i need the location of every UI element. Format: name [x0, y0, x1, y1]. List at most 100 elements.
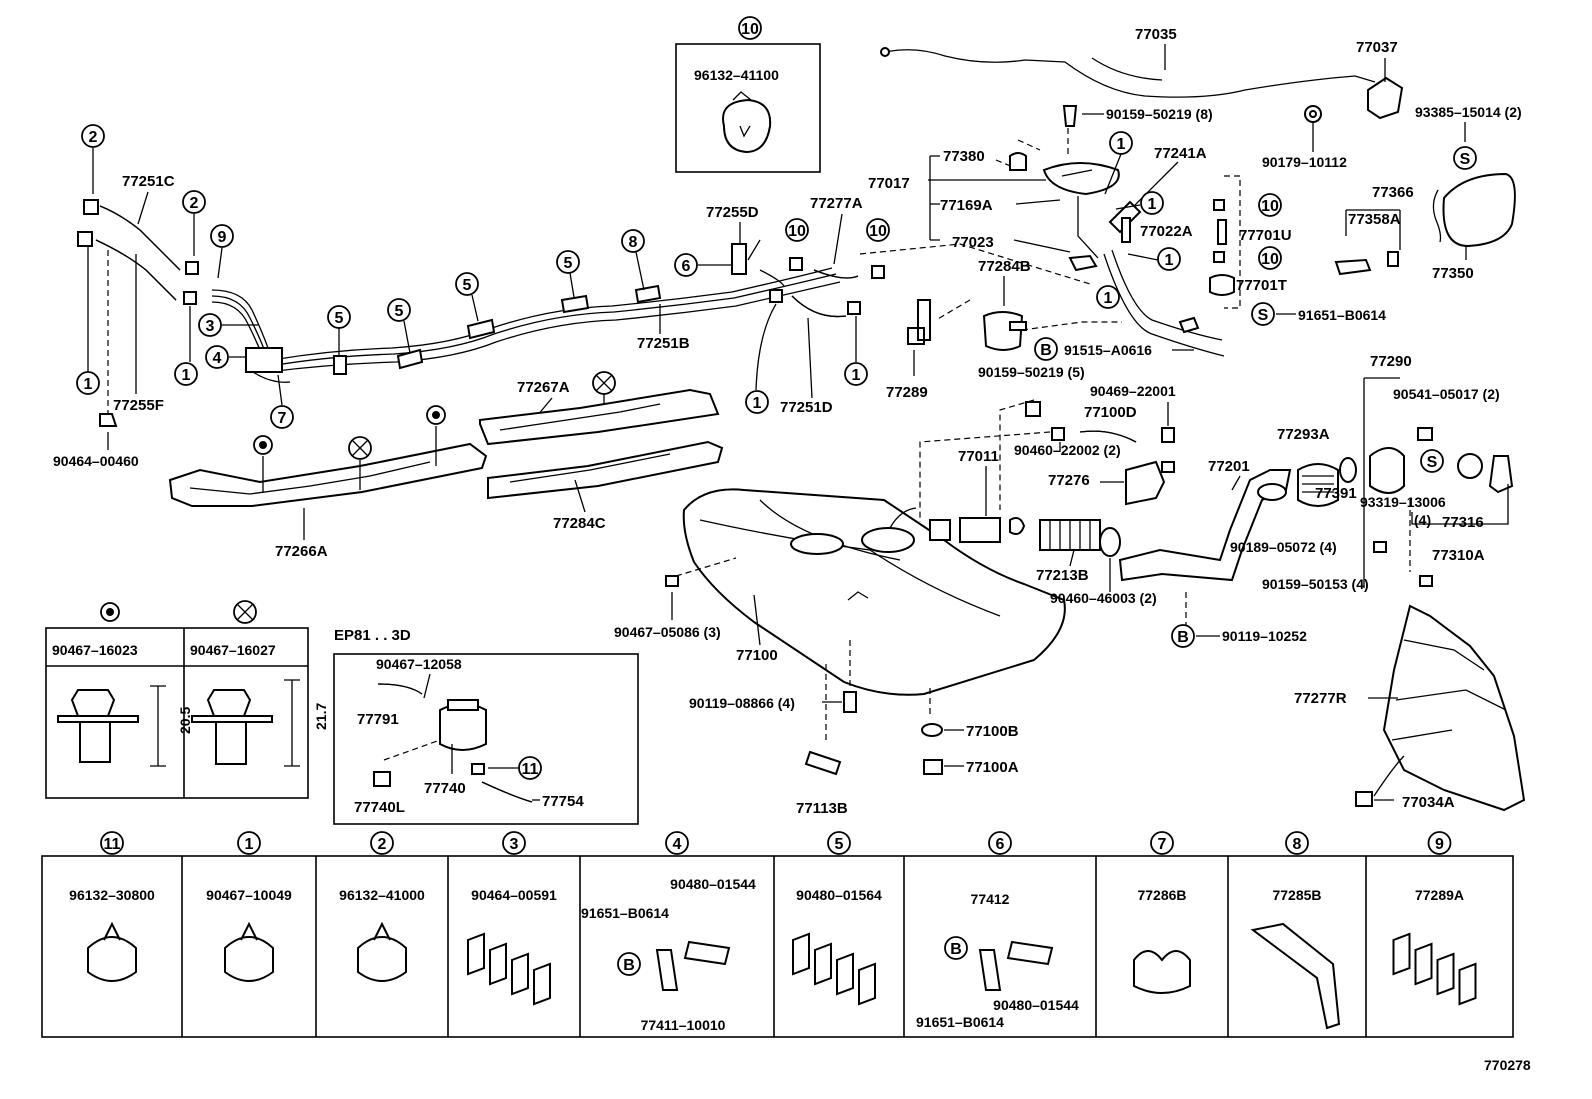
svg-text:1: 1 — [1104, 290, 1113, 307]
label-90464-00460: 90464–00460 — [53, 453, 139, 469]
svg-text:10: 10 — [1261, 251, 1279, 268]
label-90467-12058: 90467–12058 — [376, 656, 462, 672]
strip-part-label: 91651–B0614 — [916, 1014, 1004, 1030]
strip-cell-number: 3 — [510, 836, 519, 853]
svg-text:6: 6 — [682, 258, 691, 275]
label-77316-qty: (4) — [1414, 512, 1431, 528]
label-77267a: 77267A — [517, 379, 570, 396]
label-77100d: 77100D — [1084, 404, 1137, 421]
svg-text:1: 1 — [1117, 136, 1126, 153]
svg-text:10: 10 — [1261, 198, 1279, 215]
label-77740: 77740 — [424, 780, 466, 797]
ep81-detail-box: EP81 . . 3D 90467–12058 77791 77740L 777… — [333, 627, 639, 825]
label-96132-41100: 96132–41100 — [694, 67, 779, 83]
strip-part-label: 90464–00591 — [471, 887, 557, 903]
label-77754: 77754 — [542, 793, 584, 810]
svg-text:5: 5 — [335, 310, 344, 327]
label-90159-50153: 90159–50153 (4) — [1262, 576, 1369, 592]
label-77366: 77366 — [1372, 184, 1414, 201]
charcoal-canister: 77284B 77289 90159–50219 (5) — [859, 243, 1122, 401]
label-77034a: 77034A — [1402, 794, 1455, 811]
label-77255f: 77255F — [113, 397, 164, 414]
label-90159-50219-5: 90159–50219 (5) — [978, 364, 1085, 380]
label-91651-b0614: 91651–B0614 — [1298, 307, 1386, 323]
svg-text:4: 4 — [213, 350, 222, 367]
label-77740l: 77740L — [354, 799, 405, 816]
strip-cell-number: 5 — [835, 836, 844, 853]
label-77251d: 77251D — [780, 399, 833, 416]
strip-cell-number: 9 — [1435, 836, 1444, 853]
strip-cell-9: 9 77289A — [1392, 831, 1477, 1006]
strip-part-label: 90480–01544 — [670, 876, 756, 892]
bolt-callout — [617, 952, 641, 976]
label-77017: 77017 — [868, 175, 910, 192]
svg-text:1: 1 — [84, 376, 93, 393]
strip-clip-illustration — [1250, 922, 1341, 1030]
strip-part-label: 77286B — [1137, 887, 1186, 903]
label-77701t: 77701T — [1236, 277, 1287, 294]
strip-cell-number: 4 — [673, 836, 682, 853]
strip-part-label: 90467–10049 — [206, 887, 292, 903]
svg-text:1: 1 — [753, 395, 762, 412]
label-77358a: 77358A — [1348, 211, 1401, 228]
label-77023: 77023 — [952, 234, 994, 251]
strip-part-label: 96132–30800 — [69, 887, 155, 903]
label-93385-15014: 93385–15014 (2) — [1415, 104, 1522, 120]
label-90179-10112: 90179–10112 — [1262, 154, 1347, 170]
fastener-col2-dim: 21.7 — [313, 703, 329, 730]
label-77277r: 77277R — [1294, 690, 1347, 707]
svg-text:2: 2 — [190, 195, 199, 212]
label-77011: 77011 — [958, 448, 999, 465]
strip-part-label: 90480–01544 — [993, 997, 1079, 1013]
label-77310a: 77310A — [1432, 547, 1485, 564]
fuel-filter-group: 10 77701U 10 77701T S 91651–B0614 B 9151… — [1034, 175, 1386, 361]
strip-part-label: 77289A — [1415, 887, 1464, 903]
svg-text:B: B — [1177, 629, 1189, 646]
strip-cell-number: 2 — [378, 836, 387, 853]
label-77276: 77276 — [1048, 472, 1090, 489]
label-77113b: 77113B — [796, 800, 848, 817]
strip-clip-illustration — [224, 921, 274, 982]
svg-text:7: 7 — [278, 410, 287, 427]
strip-cell-number: 7 — [1158, 836, 1167, 853]
label-91515-a0616: 91515–A0616 — [1064, 342, 1152, 358]
svg-text:9: 9 — [218, 229, 227, 246]
bolt-callout — [944, 936, 968, 960]
fuel-line-bundle: 9 3 4 7 5 5 5 5 8 77251B — [198, 204, 841, 429]
label-90469-22001: 90469–22001 — [1090, 383, 1176, 399]
label-90460-22002: 90460–22002 (2) — [1014, 442, 1121, 458]
strip-clip-illustration — [1392, 932, 1477, 1006]
strip-clip-illustration — [792, 932, 876, 1006]
strip-part-label: 91651–B0614 — [581, 905, 669, 921]
label-77391: 77391 — [1315, 485, 1357, 502]
label-90467-05086: 90467–05086 (3) — [614, 624, 721, 640]
left-hoses: 2 77251C 1 77255F 90464–00460 2 1 — [53, 124, 206, 469]
svg-text:S: S — [1258, 307, 1269, 324]
label-77035: 77035 — [1135, 26, 1177, 43]
fastener-col1-dim: 20.5 — [177, 707, 193, 734]
fuel-lid-assembly: 93385–15014 (2) S 77350 — [1415, 104, 1522, 282]
label-77284c: 77284C — [553, 515, 606, 532]
filler-protector: 77277R 77034A — [1294, 604, 1526, 812]
svg-text:1: 1 — [1165, 252, 1174, 269]
label-77350: 77350 — [1432, 265, 1474, 282]
label-77266a: 77266A — [275, 543, 328, 560]
svg-text:5: 5 — [564, 255, 573, 272]
diagram-number: 770278 — [1484, 1057, 1531, 1073]
fuel-tank: 77100 90467–05086 (3) 90119–08866 (4) 77… — [614, 488, 1066, 817]
label-77213b: 77213B — [1036, 567, 1089, 584]
hinge-parts: 77366 77358A — [1334, 184, 1414, 276]
bolt-callout-glyph: B — [623, 957, 635, 974]
svg-text:1: 1 — [1148, 196, 1157, 213]
bottom-parts-strip: 1196132–30800190467–10049296132–41000390… — [41, 831, 1531, 1073]
svg-text:10: 10 — [788, 223, 806, 240]
label-77791: 77791 — [357, 711, 399, 728]
vent-lines: 77241A 1 1 1 77022A 1 — [1096, 131, 1225, 357]
label-90119-08866: 90119–08866 (4) — [689, 695, 795, 711]
